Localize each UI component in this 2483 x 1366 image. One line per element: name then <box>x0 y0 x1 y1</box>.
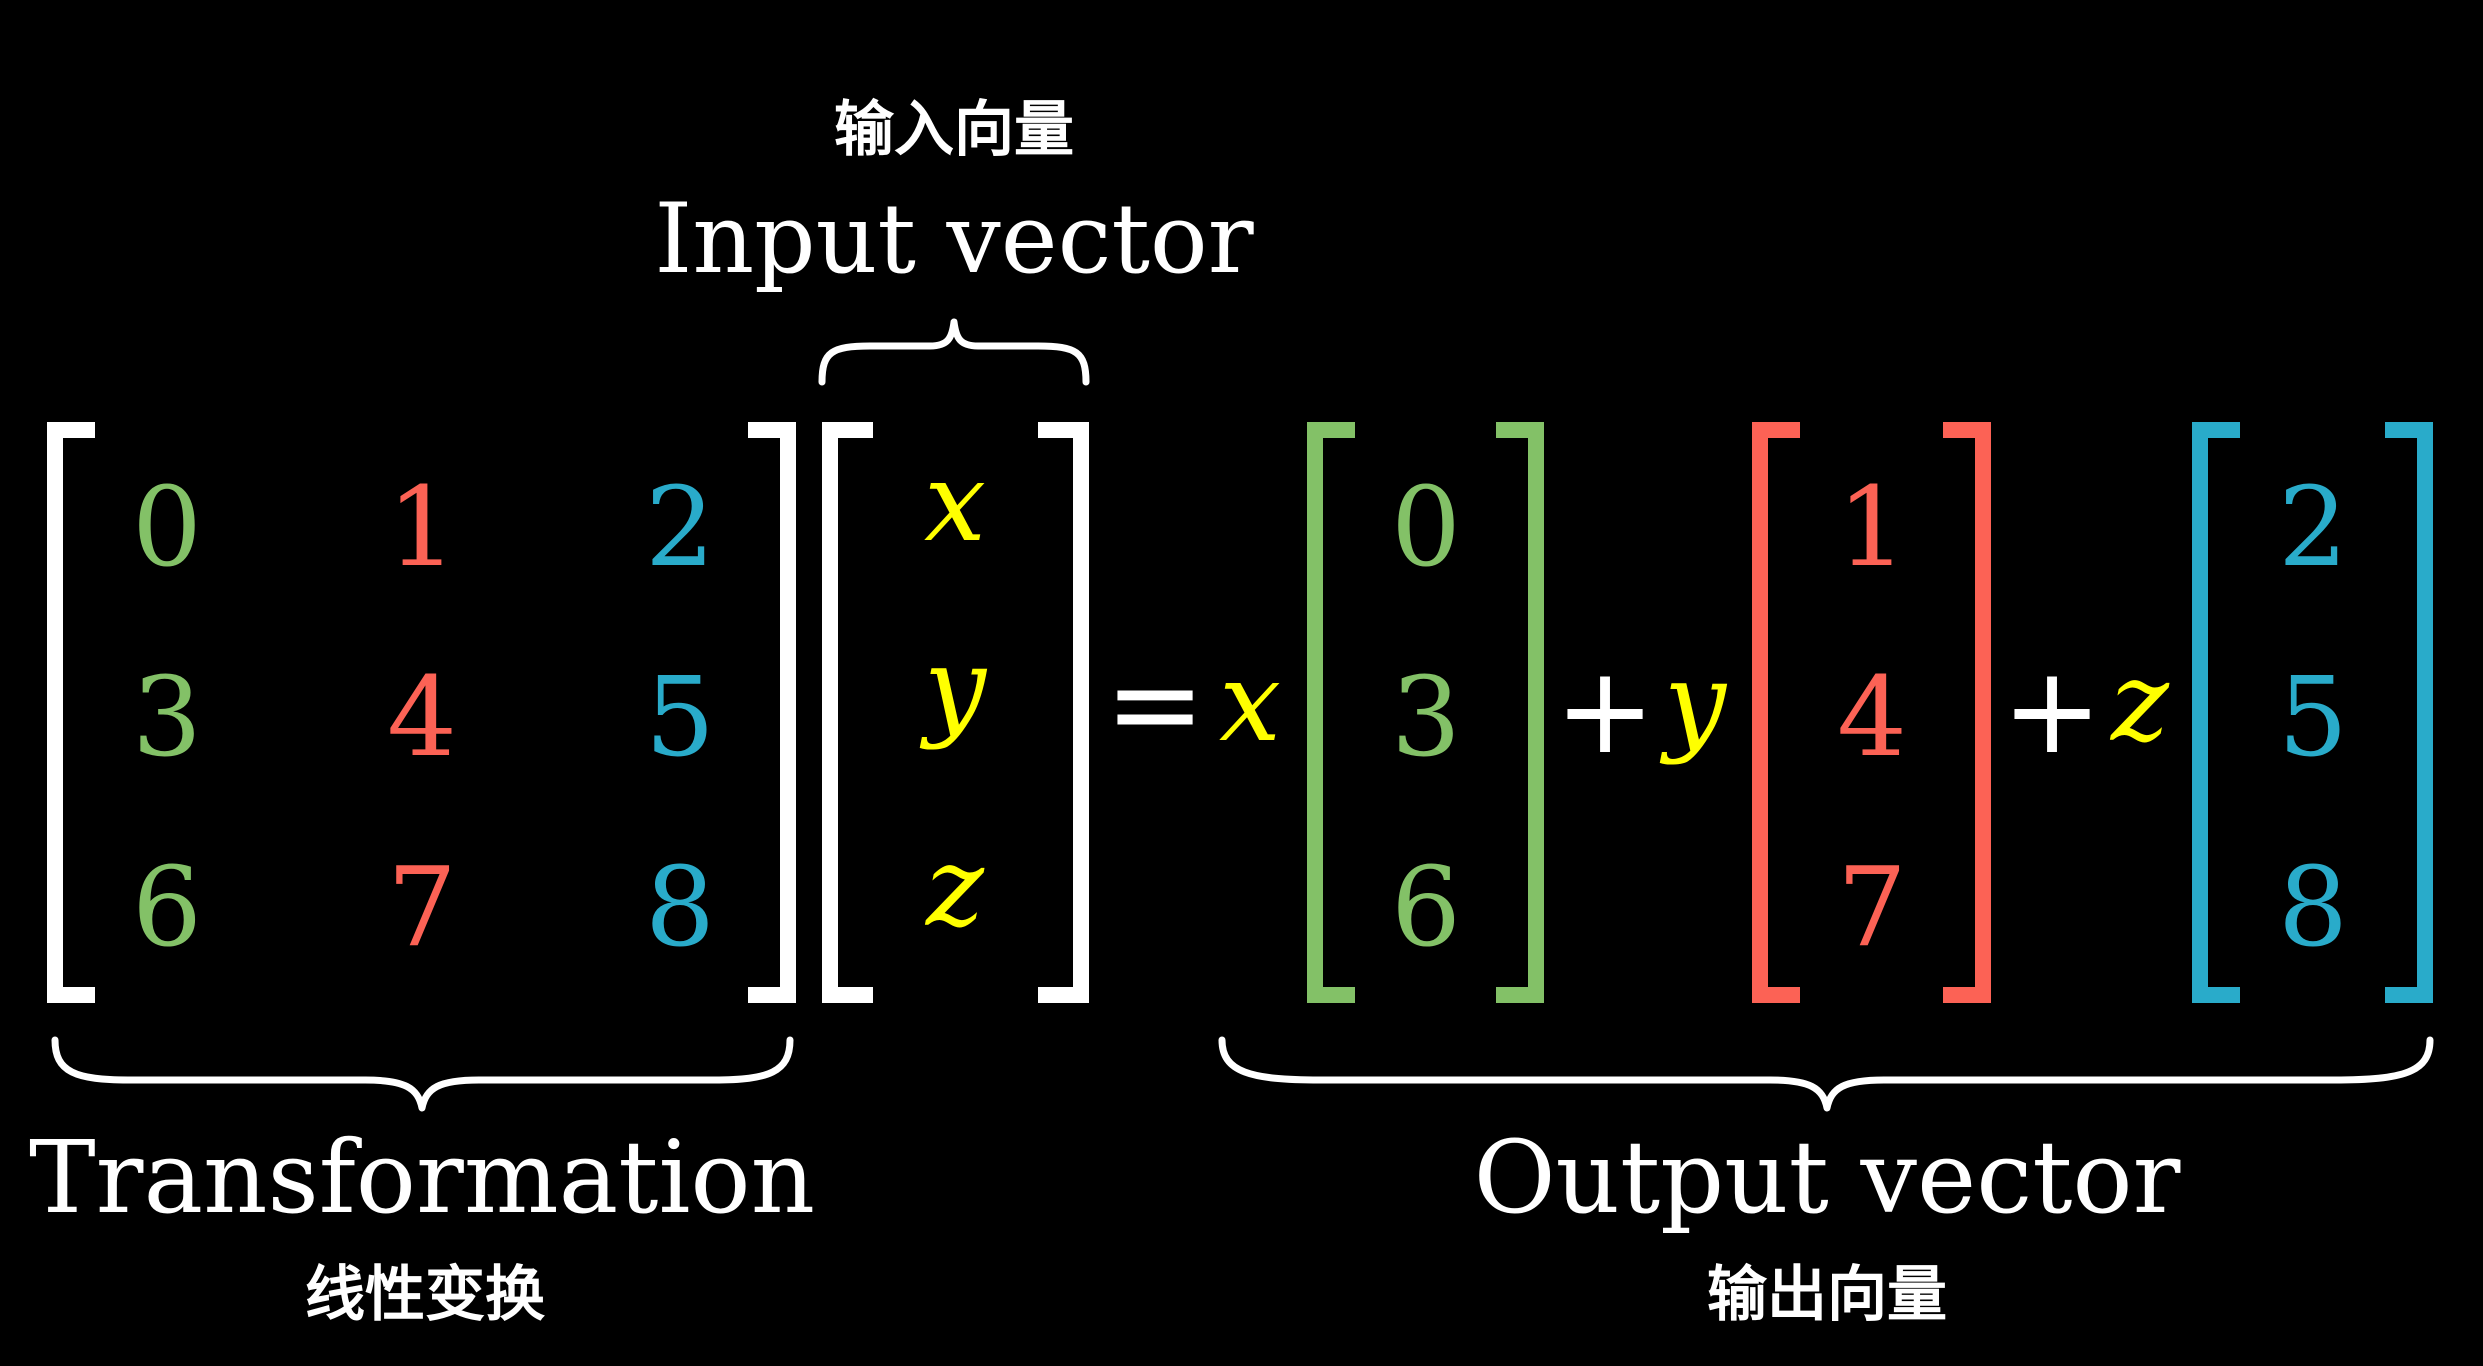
matrix-left-bracket <box>47 422 95 1003</box>
coefficient-x: x <box>1219 638 1281 766</box>
equals-sign: = <box>1105 635 1206 774</box>
input-vector-entry-z: z <box>924 823 985 951</box>
plus-sign: + <box>1555 642 1656 781</box>
matrix-entry: 6 <box>132 843 202 971</box>
plus-sign: + <box>2002 642 2103 781</box>
coefficient-z: z <box>2109 638 2170 766</box>
blue-column-entries: 2 5 8 <box>2278 463 2348 971</box>
output-vector-label-zh: 输出向量 <box>1707 1260 1947 1330</box>
input-vector-entry-x: x <box>924 438 986 566</box>
matrix-entry: 3 <box>132 653 202 781</box>
column-entry: 4 <box>1837 653 1907 781</box>
input-vector-brace <box>818 318 1090 386</box>
matrix-entry: 5 <box>645 653 715 781</box>
column-entry: 7 <box>1837 843 1907 971</box>
output-vector-label: Output vector <box>1474 1119 2181 1236</box>
blue-column-right-bracket <box>2385 422 2433 1003</box>
input-vector-right-bracket <box>1038 422 1089 1003</box>
blue-column-left-bracket <box>2192 422 2240 1003</box>
output-vector-brace <box>1218 1036 2434 1112</box>
green-column-right-bracket <box>1496 422 1544 1003</box>
matrix-entry: 0 <box>132 463 202 591</box>
column-entry: 0 <box>1391 463 1461 591</box>
matrix-entry: 4 <box>387 653 457 781</box>
input-vector-label: Input vector <box>654 183 1253 295</box>
green-column-left-bracket <box>1307 422 1355 1003</box>
coefficient-y: y <box>1659 638 1728 766</box>
column-entry: 5 <box>2278 653 2348 781</box>
red-column-left-bracket <box>1752 422 1800 1003</box>
input-vector-label-zh: 输入向量 <box>834 95 1074 165</box>
column-entry: 3 <box>1391 653 1461 781</box>
column-entry: 1 <box>1837 463 1907 591</box>
transformation-brace <box>51 1036 794 1112</box>
transformation-label: Transformation <box>29 1119 815 1236</box>
column-entry: 2 <box>2278 463 2348 591</box>
input-vector-entry-y: y <box>919 623 988 751</box>
red-column-right-bracket <box>1943 422 1991 1003</box>
input-vector-entries: x y z <box>919 438 988 951</box>
transformation-label-zh: 线性变换 <box>305 1260 545 1330</box>
input-vector-left-bracket <box>822 422 873 1003</box>
column-entry: 8 <box>2278 843 2348 971</box>
matrix-entries: 0 1 2 3 4 5 6 7 8 <box>132 463 715 971</box>
matrix-entry: 7 <box>387 843 457 971</box>
column-entry: 6 <box>1391 843 1461 971</box>
matrix-right-bracket <box>748 422 796 1003</box>
green-column-entries: 0 3 6 <box>1391 463 1461 971</box>
matrix-entry: 8 <box>645 843 715 971</box>
matrix-entry: 1 <box>387 463 457 591</box>
matrix-entry: 2 <box>645 463 715 591</box>
red-column-entries: 1 4 7 <box>1837 463 1907 971</box>
